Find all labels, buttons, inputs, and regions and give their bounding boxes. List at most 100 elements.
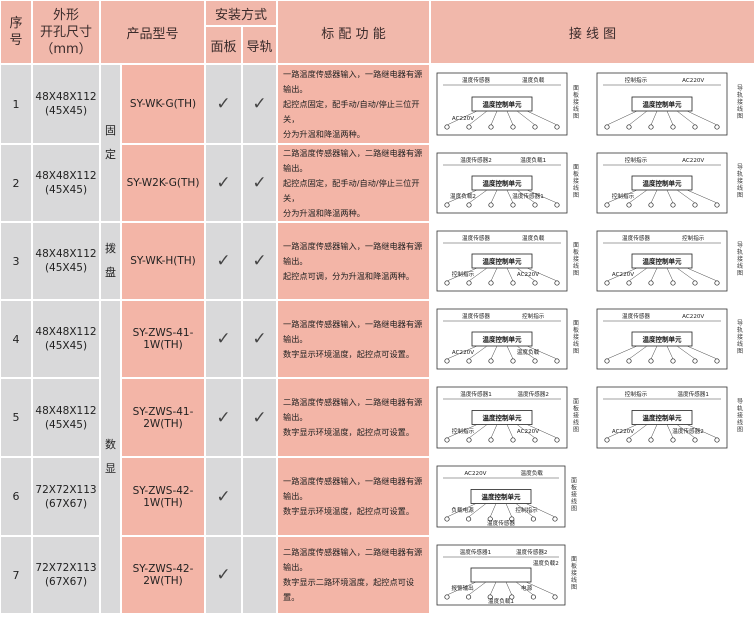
control-unit-label: 温度控制单元 <box>483 413 523 422</box>
control-unit-box <box>470 567 532 583</box>
terminal-icon <box>648 280 654 286</box>
row-function: 一路温度传感器输入，一路继电器有源输出。 数字显示环境温度，起控点可设置。 <box>278 458 429 535</box>
row-model: SY-WK-G(TH) <box>122 65 204 143</box>
row-number: 1 <box>1 65 31 143</box>
terminal-icon <box>670 202 676 208</box>
terminal-icon <box>554 124 560 130</box>
diagram-label: 温度传感器 <box>462 234 490 242</box>
wire-line <box>650 424 658 439</box>
diagram-label: AC220V <box>682 158 704 164</box>
diagram-label: 温度传感器 <box>462 312 490 320</box>
diagram-label: 温度负载 <box>522 76 545 84</box>
diagram-label: 温度传感器 <box>622 312 650 320</box>
diagram-label: 温度传感器2 <box>460 156 492 164</box>
wire-line <box>506 110 514 126</box>
row-number: 4 <box>1 301 31 377</box>
diagram-label: 控制指示 <box>625 156 648 164</box>
control-unit-box <box>471 331 533 347</box>
panel-check: ✓ <box>206 379 241 456</box>
wire-line <box>606 189 638 204</box>
wire-line <box>468 581 487 596</box>
header-wiring: 接 线 图 <box>431 1 754 63</box>
terminal-icon <box>444 516 450 522</box>
row-number: 2 <box>1 145 31 221</box>
row-number: 5 <box>1 379 31 456</box>
wire-line <box>446 503 477 518</box>
terminal-icon <box>554 202 560 208</box>
diagram-side-label: 面板接线图 <box>573 164 579 199</box>
terminal-icon <box>532 124 538 130</box>
panel-wiring-frame <box>436 152 568 214</box>
terminal-icon <box>552 516 558 522</box>
wire-line <box>525 581 556 596</box>
category-cell: 拨 盘 <box>101 223 120 299</box>
terminal-icon <box>444 202 450 208</box>
diagram-label: AC220V <box>464 471 486 477</box>
wire-line <box>650 345 658 360</box>
terminal-icon <box>488 437 494 443</box>
row-function: 二路温度传感器输入，二路继电器有源输出。 起控点固定，配手动/自动/停止三位开关… <box>278 145 429 221</box>
wire-line <box>506 345 514 360</box>
wire-line <box>516 110 536 126</box>
diagram-label: 控制指示 <box>612 192 635 200</box>
wire-line <box>468 503 487 518</box>
terminal-icon <box>604 280 610 286</box>
diagram-label: 报警输出 <box>451 584 473 592</box>
header-rail: 导轨 <box>243 27 276 63</box>
terminal-icon <box>714 124 720 130</box>
wire-line <box>606 110 638 126</box>
panel-wiring-frame <box>436 230 568 292</box>
wire-line <box>526 267 558 282</box>
wire-line <box>686 110 718 126</box>
wire-line <box>490 189 498 204</box>
control-unit-label: 温度控制单元 <box>483 179 523 188</box>
rail-wiring-frame <box>596 386 728 449</box>
row-model: SY-ZWS-42-2W(TH) <box>122 537 204 613</box>
diagram-label: 温度负载 <box>522 234 545 242</box>
terminal-icon <box>604 437 610 443</box>
terminal-icon <box>466 358 472 364</box>
panel-wiring-frame <box>436 386 568 449</box>
diagram-label: AC220V <box>612 272 634 278</box>
terminal-icon <box>466 280 472 286</box>
terminal-icon <box>530 516 536 522</box>
row-dimensions: 48X48X112 (45X45) <box>33 301 99 377</box>
wire-line <box>516 345 536 360</box>
diagram-side-label: 面板接线图 <box>573 85 579 120</box>
row-dimensions: 72X72X113 (67X67) <box>33 458 99 535</box>
wire-line <box>446 345 478 360</box>
panel-wiring-frame <box>436 544 566 606</box>
diagram-label: 温度传感器2 <box>516 548 548 556</box>
row-model: SY-W2K-G(TH) <box>122 145 204 221</box>
wire-line <box>490 424 498 439</box>
diagram-label: 温度传感器1 <box>512 192 544 200</box>
category-cell: 固 定 <box>101 65 120 221</box>
diagram-label: 温度传感器1 <box>460 548 492 556</box>
wire-line <box>686 345 718 360</box>
control-unit-box <box>631 410 693 425</box>
rail-wiring-frame <box>596 72 728 136</box>
wire-line <box>490 110 498 126</box>
terminal-icon <box>626 358 632 364</box>
terminal-icon <box>466 594 472 600</box>
diagram-side-label: 导轨接线图 <box>737 164 743 199</box>
control-unit-box <box>471 410 533 425</box>
diagram-label: AC220V <box>517 272 539 278</box>
wire-line <box>446 581 477 596</box>
terminal-icon <box>532 280 538 286</box>
terminal-icon <box>444 358 450 364</box>
terminal-icon <box>530 594 536 600</box>
diagram-side-label: 面板接线图 <box>571 478 577 513</box>
rail-check: ✓ <box>243 223 276 299</box>
row-function: 一路温度传感器输入，一路继电器有源输出。 起控点可调，分为升温和降温两种。 <box>278 223 429 299</box>
terminal-icon <box>444 594 450 600</box>
terminal-icon <box>648 437 654 443</box>
terminal-icon <box>466 516 472 522</box>
header-model: 产品型号 <box>101 1 204 63</box>
diagram-label: 温度传感器2 <box>672 427 704 435</box>
terminal-icon <box>466 124 472 130</box>
